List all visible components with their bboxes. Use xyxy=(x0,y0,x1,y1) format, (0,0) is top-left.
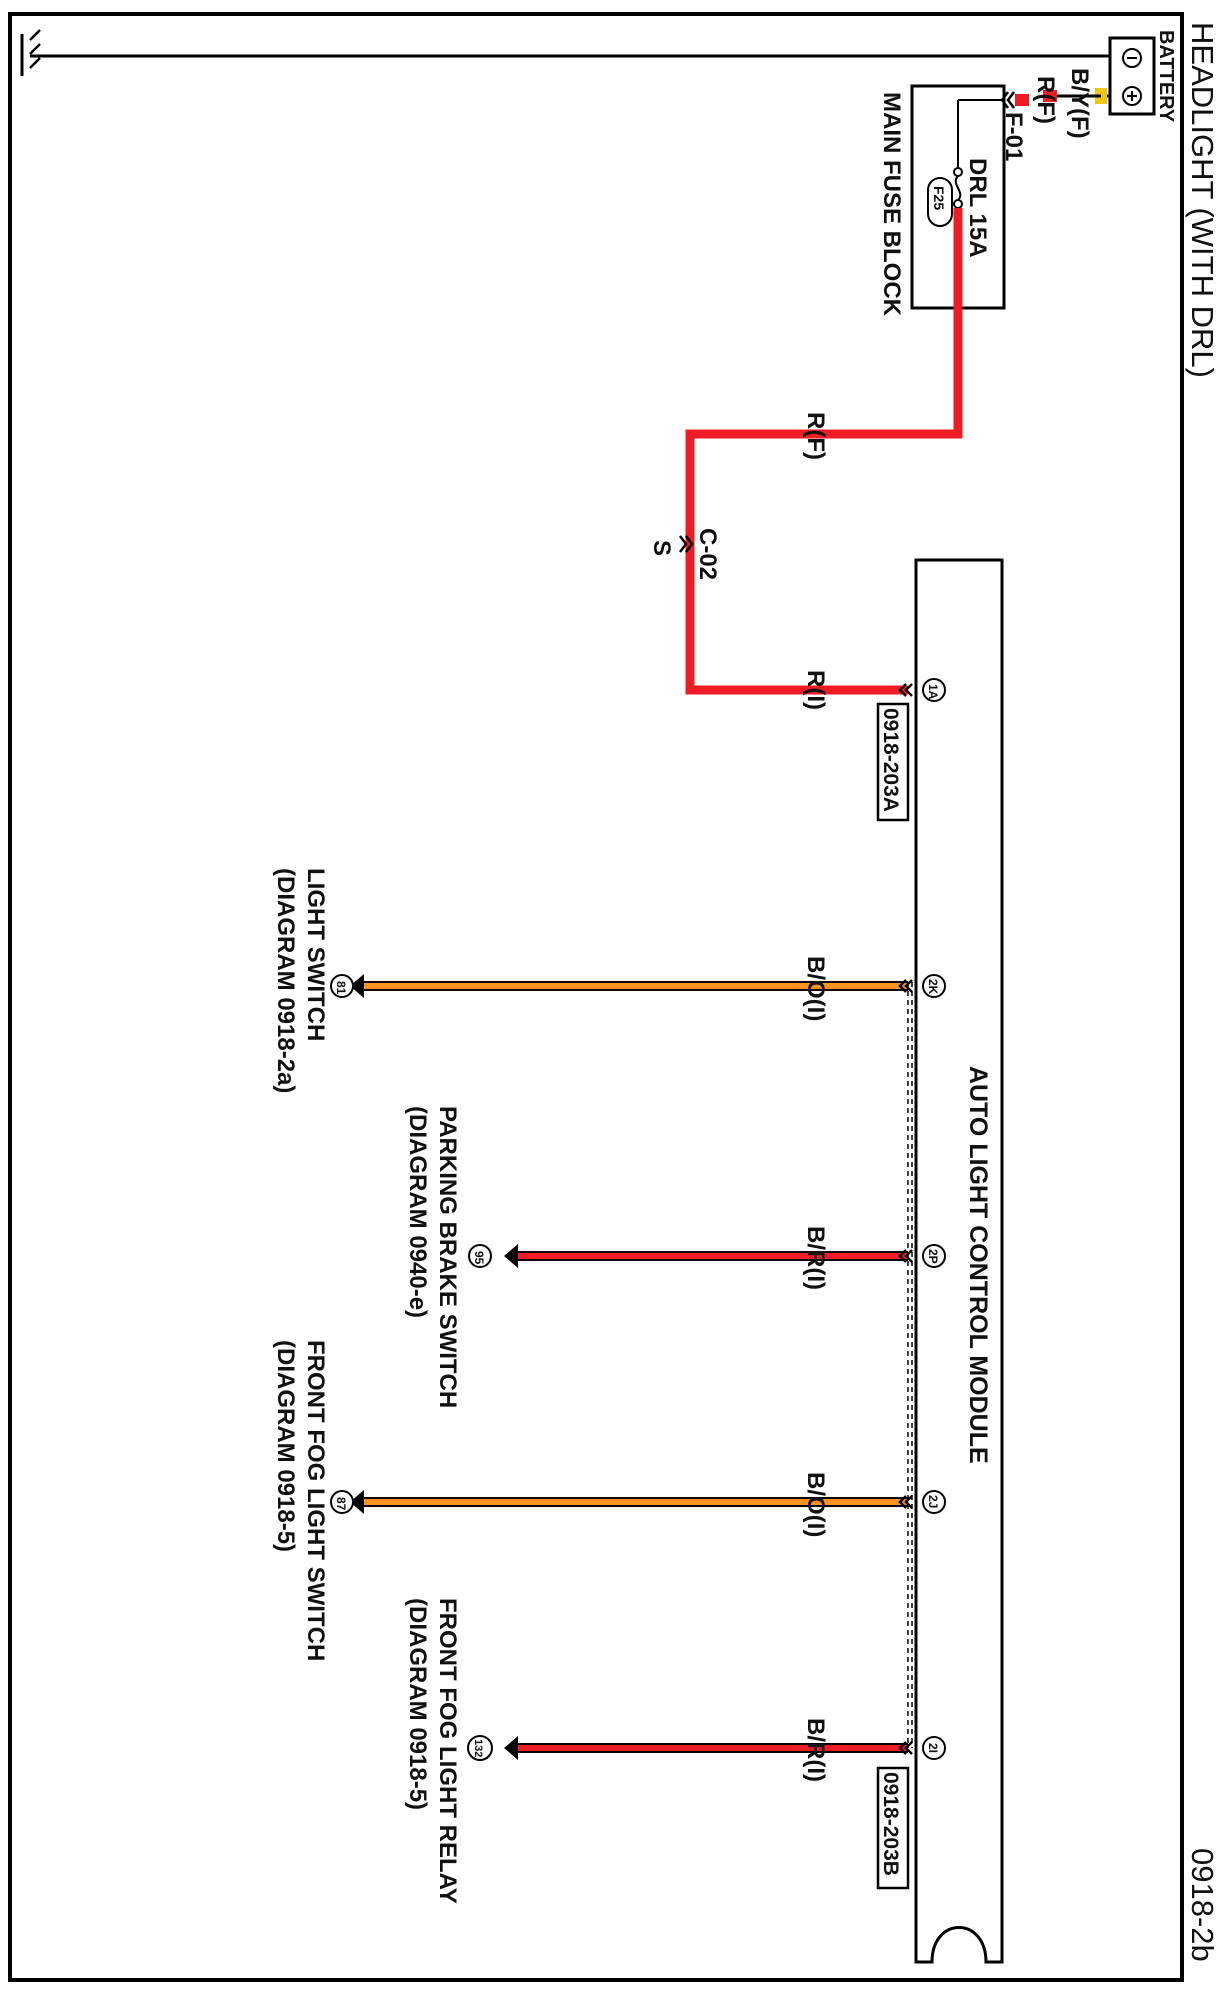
connector-b-box xyxy=(876,1766,910,1890)
pin-2p-dest-pin: 95 xyxy=(472,1251,486,1265)
battery-icon xyxy=(1098,36,1156,116)
pin-2p-label: 2P xyxy=(926,1249,940,1264)
connector-b-label: 0918-203B xyxy=(879,1772,902,1876)
fuse-icon xyxy=(953,167,963,209)
pin-2k-label: 2K xyxy=(926,979,940,995)
pin-2i-arrow-icon xyxy=(504,1736,518,1760)
pin-2k-wire-label: B/O(I) xyxy=(802,956,829,1021)
pin-1a-label: 1A xyxy=(926,684,940,700)
pin-2p-arrow-icon xyxy=(504,1244,518,1268)
pin-2p-terminal xyxy=(898,1244,946,1268)
pin-2p-dest-label: PARKING BRAKE SWITCH xyxy=(434,1106,461,1408)
pin-2j-wire-label: B/O(I) xyxy=(802,1472,829,1537)
pin-2j-label: 2J xyxy=(926,1495,940,1508)
pin-2i-wire-label: B/R(I) xyxy=(802,1718,829,1782)
fuse-rating-label: DRL 15A xyxy=(964,158,991,258)
pin-1a-terminal xyxy=(898,678,946,702)
pin-2k-dest-badge xyxy=(330,974,354,998)
pin-2i-dest-badge xyxy=(467,1735,493,1761)
wire-to-module-label: R(I) xyxy=(802,670,829,710)
pin-2p-dest-ref: (DIAGRAM 0940-e) xyxy=(404,1106,431,1318)
battery-wire-label: B/Y(F) xyxy=(1066,68,1093,139)
pin-2k-dest-ref: (DIAGRAM 0918-2a) xyxy=(272,868,299,1093)
connector-a-box xyxy=(876,702,910,822)
ground-label: 777 xyxy=(20,34,40,64)
connector-a-label: 0918-203A xyxy=(879,708,902,812)
drl-feed-wire xyxy=(685,208,963,695)
pin-2k-terminal xyxy=(898,974,946,998)
main-fuse-block-label: MAIN FUSE BLOCK xyxy=(878,92,905,317)
page-code: 0918-2b xyxy=(1185,1848,1220,1962)
pin-2p-dest-badge xyxy=(468,1244,492,1268)
page-frame xyxy=(8,12,1184,1982)
pin-2j-dest-pin: 87 xyxy=(334,1497,348,1511)
page-title: HEADLIGHT (WITH DRL) xyxy=(1185,22,1220,378)
fuse-id-label: F25 xyxy=(931,186,947,210)
pin-2j-dest-ref: (DIAGRAM 0918-5) xyxy=(272,1340,299,1552)
splice-tag-label: S xyxy=(648,540,675,556)
pin-2i-dest-pin: 132 xyxy=(472,1739,484,1757)
module-label: AUTO LIGHT CONTROL MODULE xyxy=(964,1066,992,1464)
pin-2j-arrow-icon xyxy=(350,1490,364,1514)
pin-2p-wire-label: B/R(I) xyxy=(802,1226,829,1290)
ground-icon xyxy=(20,29,41,76)
pin-2k-dest-label: LIGHT SWITCH xyxy=(302,868,329,1041)
connector-f01-icon xyxy=(1000,91,1029,109)
splice-connector-icon xyxy=(679,535,694,553)
auto-light-control-module xyxy=(914,558,1004,1964)
pin-2i-dest-ref: (DIAGRAM 0918-5) xyxy=(404,1598,431,1810)
fuse-input-wire xyxy=(1043,90,1057,102)
pin-2j-dest-badge xyxy=(330,1490,354,1514)
pin-2k-dest-pin: 81 xyxy=(334,981,348,995)
pin-2k-arrow-icon xyxy=(350,974,364,998)
fuse-input-wire-label: R(F) xyxy=(1032,76,1059,124)
splice-connector-label: C-02 xyxy=(694,528,721,580)
pin-2i-terminal xyxy=(898,1736,946,1760)
pin-2j-terminal xyxy=(898,1490,946,1514)
pin-2j-dest-label: FRONT FOG LIGHT SWITCH xyxy=(302,1340,329,1661)
battery-label: BATTERY xyxy=(1155,30,1177,123)
pin-2i-dest-label: FRONT FOG LIGHT RELAY xyxy=(434,1598,461,1904)
wire-to-splice-label: R(F) xyxy=(802,412,829,460)
pin-2i-label: 2I xyxy=(926,1743,940,1753)
fuse-id-badge xyxy=(927,177,953,227)
